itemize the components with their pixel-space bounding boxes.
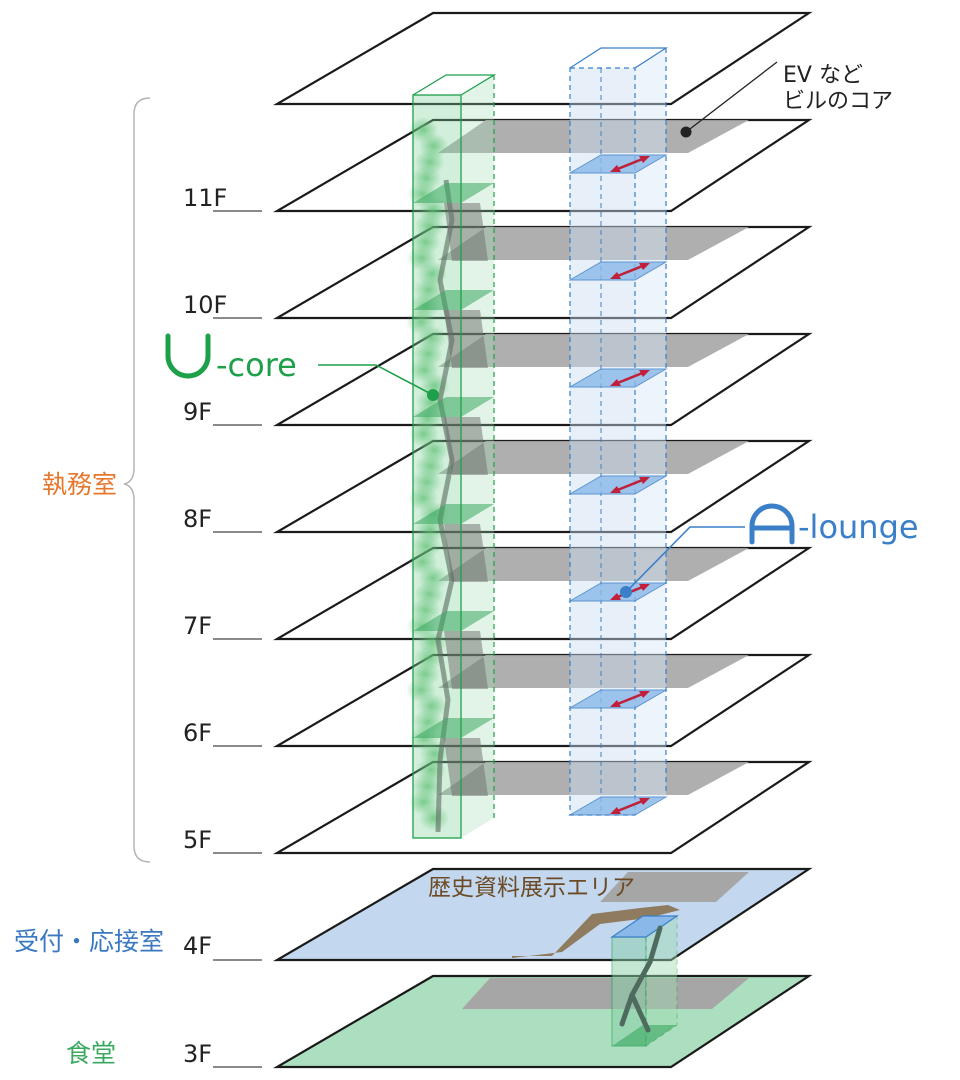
u-core-top-edge bbox=[412, 74, 497, 96]
a-lounge-text: -lounge bbox=[798, 508, 919, 546]
history-display-area bbox=[512, 905, 680, 958]
arrow-head bbox=[610, 593, 621, 600]
core-callout-leader bbox=[685, 61, 778, 133]
tree-trunk bbox=[435, 179, 455, 833]
a-lounge-column bbox=[568, 47, 669, 816]
floor-labels: 11F 10F 9F 8F 7F 6F 5F 4F 3F bbox=[183, 184, 227, 1068]
double-arrow-icon bbox=[614, 156, 646, 172]
u-core-dot bbox=[427, 389, 439, 401]
double-arrow-icon bbox=[614, 370, 646, 386]
building-core-area bbox=[438, 227, 749, 260]
zone-label-office: 執務室 bbox=[42, 470, 117, 499]
history-area-label: 歴史資料展示エリア bbox=[428, 875, 635, 901]
stair-shaft-bottom bbox=[612, 1025, 677, 1046]
u-core-stair-shadow bbox=[444, 631, 488, 689]
floor-label-5f: 5F bbox=[183, 826, 212, 854]
core-callout-line1: EV など bbox=[783, 63, 863, 88]
floor-label-9f: 9F bbox=[183, 398, 212, 426]
a-lounge-front-face bbox=[570, 68, 635, 815]
building-core-area bbox=[438, 548, 749, 581]
building-core-area bbox=[438, 334, 749, 367]
zone-label-reception: 受付・応接室 bbox=[14, 927, 164, 956]
a-lounge-dot bbox=[620, 586, 632, 598]
u-core-stair-shadow bbox=[444, 417, 488, 475]
floor-label-4f: 4F bbox=[183, 932, 212, 960]
double-arrow-icon bbox=[614, 477, 646, 493]
double-arrow-icon bbox=[614, 263, 646, 279]
floor-label-6f: 6F bbox=[183, 719, 212, 747]
a-lounge-leader bbox=[625, 526, 745, 593]
a-lounge-label: -lounge bbox=[749, 503, 919, 546]
core-callout-dot bbox=[680, 126, 692, 138]
arrow-head bbox=[639, 263, 650, 270]
double-arrow-icon bbox=[614, 691, 646, 707]
annotations bbox=[123, 61, 778, 1047]
floor-label-7f: 7F bbox=[183, 612, 212, 640]
office-zone-bracket bbox=[123, 97, 151, 863]
arch-shape-icon bbox=[749, 503, 795, 545]
arrow-head bbox=[610, 379, 621, 386]
floor-label-10f: 10F bbox=[183, 291, 227, 319]
double-arrow-icon bbox=[614, 798, 646, 814]
arrow-head bbox=[639, 798, 650, 805]
arrow-head bbox=[639, 370, 650, 377]
building-core-area-3f bbox=[462, 978, 749, 1009]
floor-label-8f: 8F bbox=[183, 505, 212, 533]
building-core-area-4f bbox=[600, 872, 749, 902]
u-core-slab bbox=[413, 718, 494, 738]
floor-label-11f: 11F bbox=[183, 184, 227, 212]
stair-path bbox=[619, 925, 663, 1033]
arrow-head bbox=[639, 477, 650, 484]
arrow-head bbox=[610, 700, 621, 707]
u-core-slab bbox=[413, 611, 494, 631]
zone-label-cafeteria: 食堂 bbox=[66, 1039, 116, 1068]
building-core-area bbox=[438, 120, 749, 153]
a-lounge-top-edge bbox=[569, 47, 669, 69]
building-core-area bbox=[438, 441, 749, 474]
u-shape-icon bbox=[165, 333, 211, 379]
roof-plate bbox=[272, 11, 813, 106]
u-core-column bbox=[406, 74, 497, 839]
building-core-area bbox=[438, 762, 749, 795]
arrow-head bbox=[639, 584, 650, 591]
u-core-label: -core bbox=[165, 333, 297, 384]
u-core-slab bbox=[413, 504, 494, 524]
arrow-head bbox=[639, 691, 650, 698]
a-lounge-side-face bbox=[635, 48, 666, 815]
u-core-stair-shadow bbox=[444, 524, 488, 582]
arrow-head bbox=[610, 807, 621, 814]
u-core-slab bbox=[413, 290, 494, 310]
arrow-head bbox=[639, 156, 650, 163]
core-callout-line2: ビルのコア bbox=[783, 89, 893, 114]
foliage-blob bbox=[419, 805, 449, 831]
u-core-text: -core bbox=[216, 346, 297, 384]
floor-label-3f: 3F bbox=[183, 1040, 212, 1068]
u-core-leader bbox=[318, 364, 434, 396]
arrow-head bbox=[610, 165, 621, 172]
floor-plates bbox=[213, 11, 813, 1069]
u-core-outline bbox=[412, 94, 462, 839]
u-core-stair-shadow bbox=[444, 310, 488, 368]
u-core-stair-shadow bbox=[444, 738, 488, 796]
u-core-slab bbox=[413, 183, 494, 203]
arrow-head bbox=[610, 272, 621, 279]
building-core-area bbox=[438, 655, 749, 688]
u-core-stair-shadow bbox=[444, 203, 488, 261]
arrow-head bbox=[610, 486, 621, 493]
stair-shaft-top bbox=[610, 915, 679, 938]
u-core-slab bbox=[413, 397, 494, 417]
